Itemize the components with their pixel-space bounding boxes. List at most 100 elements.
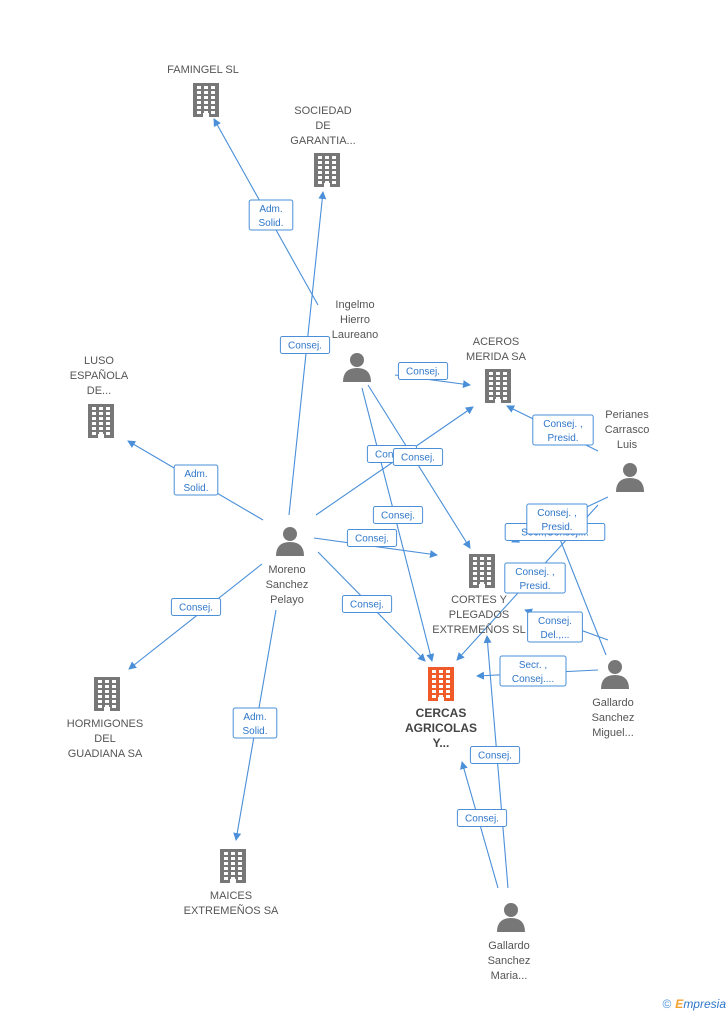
node-sociedad[interactable]: SOCIEDADDEGARANTIA... [290,105,356,187]
edge-label[interactable]: Consej. [170,598,222,616]
edge-label-box [469,746,521,764]
edge-label-text: Consej. [401,453,435,464]
node-famingel[interactable]: FAMINGEL SL [167,64,239,117]
edge-label-box [346,529,398,547]
edge-label[interactable]: Consej. [392,448,444,466]
edge-label-box [372,506,424,524]
edge-label[interactable]: Adm.Solid. [173,464,219,496]
node-label: ESPAÑOLA [70,369,129,382]
building-icon[interactable] [220,849,246,883]
edge-label[interactable]: Consej. [456,809,508,827]
edge-label[interactable]: Adm.Solid. [232,707,278,739]
building-icon[interactable] [485,369,511,403]
node-maices[interactable]: MAICES EXTREMEÑOS SA [184,849,279,917]
edge-label-text: Consej. , [515,567,554,578]
edge-label[interactable]: Consej. [397,362,449,380]
building-icon[interactable] [314,153,340,187]
edge-label-box [173,464,219,496]
nodes-layer: FAMINGEL SLSOCIEDADDEGARANTIA...IngelmoH… [67,64,650,982]
edge-label-text: Secr. , [519,660,547,671]
edge-label-text: Del.,... [541,630,570,641]
edge-label-text: Presid. [541,522,572,533]
node-label: Laureano [332,329,379,341]
edge-label-box [504,562,566,594]
node-label: MAICES [210,890,252,902]
building-icon[interactable] [428,667,454,701]
node-gallardo_m[interactable]: GallardoSanchezMiguel... [592,660,635,739]
edge-label[interactable]: Secr. ,Consej.... [499,655,567,687]
node-label: Luis [617,439,638,451]
node-label: CORTES Y [451,594,507,606]
edge-label-text: Adm. [184,469,207,480]
node-label: GARANTIA... [290,135,355,147]
edge-label[interactable]: Consej. ,Presid. [532,414,594,446]
edge-label-text: Presid. [519,581,550,592]
node-label: FAMINGEL SL [167,64,239,76]
edge-label[interactable]: Adm.Solid. [248,199,294,231]
node-label: GUADIANA SA [68,748,143,760]
edge-label-text: Consej. , [537,508,576,519]
person-icon[interactable] [343,353,371,382]
edge-label-box [527,611,583,643]
edge-label-text: Presid. [547,433,578,444]
node-cercas[interactable]: CERCASAGRICOLASY... [405,667,477,750]
node-luso[interactable]: LUSO ESPAÑOLA DE... [70,355,129,438]
edge-label-box [456,809,508,827]
person-icon[interactable] [497,903,525,932]
edge-label-text: Consej. [179,603,213,614]
person-icon[interactable] [276,527,304,556]
node-label: Moreno [268,564,305,576]
node-label: Sanchez [592,712,635,724]
footer-brand[interactable]: ©Empresia [662,997,726,1011]
node-cortes[interactable]: CORTES Y PLEGADOS EXTREMEÑOS SL [432,554,526,636]
edge-label-text: Consej. [478,751,512,762]
edge-label-box [248,199,294,231]
edge-label[interactable]: Consej. [469,746,521,764]
edge-label[interactable]: Consej. [341,595,393,613]
building-icon[interactable] [88,404,114,438]
edge-label-text: Adm. [243,712,266,723]
node-label: LUSO [84,355,114,367]
node-gallardo_ma[interactable]: GallardoSanchezMaria... [488,903,531,982]
edge-label-text: Adm. [259,204,282,215]
node-label: Sanchez [266,579,309,591]
node-label: Gallardo [592,697,634,709]
node-label: Pelayo [270,594,304,606]
edge-label[interactable]: Consej. [346,529,398,547]
edge-label-text: Consej. [355,534,389,545]
building-icon[interactable] [469,554,495,588]
edge-label-box [532,414,594,446]
building-icon[interactable] [94,677,120,711]
edge-label-box [341,595,393,613]
edge-label[interactable]: Consej.Del.,... [527,611,583,643]
edge-labels-layer: Adm.Solid. Consej. Consej. Adm.Solid. Consej… [170,199,606,827]
edge-label[interactable]: Consej. [279,336,331,354]
node-label: Sanchez [488,955,531,967]
node-label: PLEGADOS [449,609,510,621]
node-label: EXTREMEÑOS SL [432,623,526,636]
node-label: Miguel... [592,727,634,739]
node-label: CERCAS [416,706,467,720]
building-icon[interactable] [193,83,219,117]
node-label: EXTREMEÑOS SA [184,904,279,917]
person-icon[interactable] [616,463,644,492]
edge-label[interactable]: Consej. , Presid. [504,562,566,594]
node-label: Ingelmo [335,299,374,311]
edge-label-text: Consej. [465,814,499,825]
node-label: DE... [87,385,111,397]
edge-label[interactable]: Consej. , Presid. [526,503,588,535]
edge-label-box [232,707,278,739]
edge-label[interactable]: Consej. [372,506,424,524]
person-icon[interactable] [601,660,629,689]
node-label: Gallardo [488,940,530,952]
edge-label-text: Consej. [350,600,384,611]
edge-label-text: Consej. [406,367,440,378]
node-label: Maria... [491,970,528,982]
edge-ingelmo-to-cercas [361,387,435,662]
